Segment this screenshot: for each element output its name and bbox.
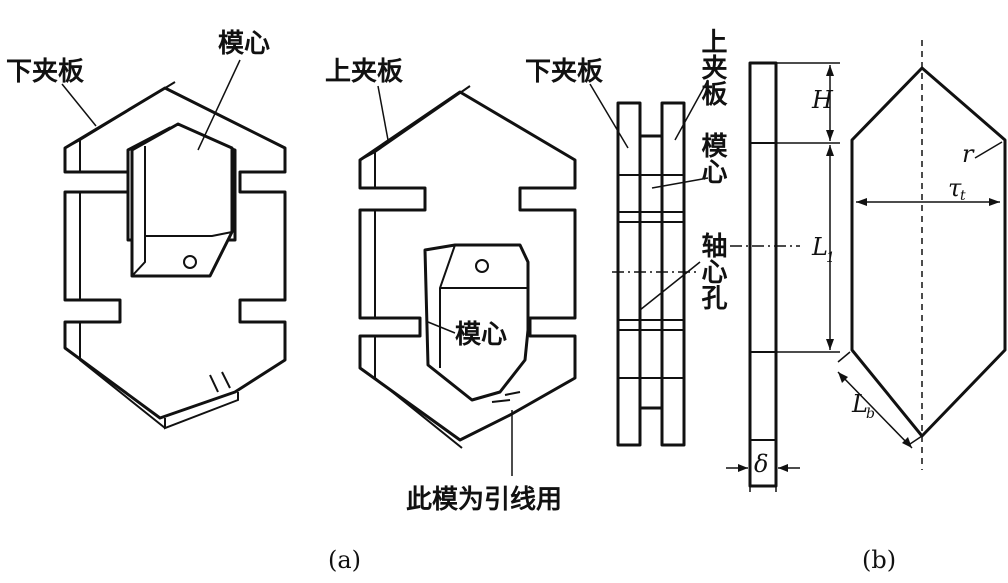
svg-text:1: 1 (826, 250, 835, 266)
side-view (612, 101, 700, 447)
svg-text:下夹板: 下夹板 (6, 57, 84, 87)
dim-labels: H L 1 δ (754, 86, 835, 478)
lower-plate-assembly (63, 81, 287, 430)
side-axis-hole-label: 轴心孔 (639, 232, 727, 311)
hexagon-profile (837, 40, 1007, 470)
side-lower-plate-label: 下夹板 (525, 57, 629, 149)
svg-text:模心: 模心 (218, 29, 270, 59)
svg-text:上夹板: 上夹板 (325, 57, 403, 87)
svg-text:t: t (960, 188, 966, 204)
svg-text:上夹板: 上夹板 (697, 28, 727, 107)
lead-note: 此模为引线用 (406, 410, 562, 515)
core-label-mid: 模心 (427, 320, 507, 350)
svg-text:L: L (811, 233, 828, 261)
svg-text:此模为引线用: 此模为引线用 (406, 485, 562, 515)
svg-text:r: r (962, 140, 975, 168)
hex-labels: τ t r L b (851, 140, 975, 422)
svg-text:轴心孔: 轴心孔 (697, 232, 727, 310)
caption-a: (a) (328, 546, 361, 574)
svg-text:τ: τ (948, 174, 962, 202)
core-label-left: 模心 (197, 29, 270, 151)
upper-plate-label: 上夹板 (325, 57, 403, 141)
upper-plate-assembly (358, 85, 577, 449)
lower-plate-label: 下夹板 (6, 57, 97, 127)
svg-text:δ: δ (754, 450, 768, 478)
svg-text:b: b (866, 406, 875, 422)
svg-text:L: L (851, 390, 868, 418)
svg-text:模心: 模心 (455, 320, 507, 350)
side-core-label: 模心 (651, 132, 727, 189)
side-upper-plate-label: 上夹板 (674, 28, 727, 141)
svg-text:模心: 模心 (697, 132, 727, 184)
dimension-strip (726, 61, 840, 492)
svg-text:H: H (811, 86, 834, 114)
caption-b: (b) (862, 546, 896, 574)
svg-text:下夹板: 下夹板 (525, 57, 603, 87)
